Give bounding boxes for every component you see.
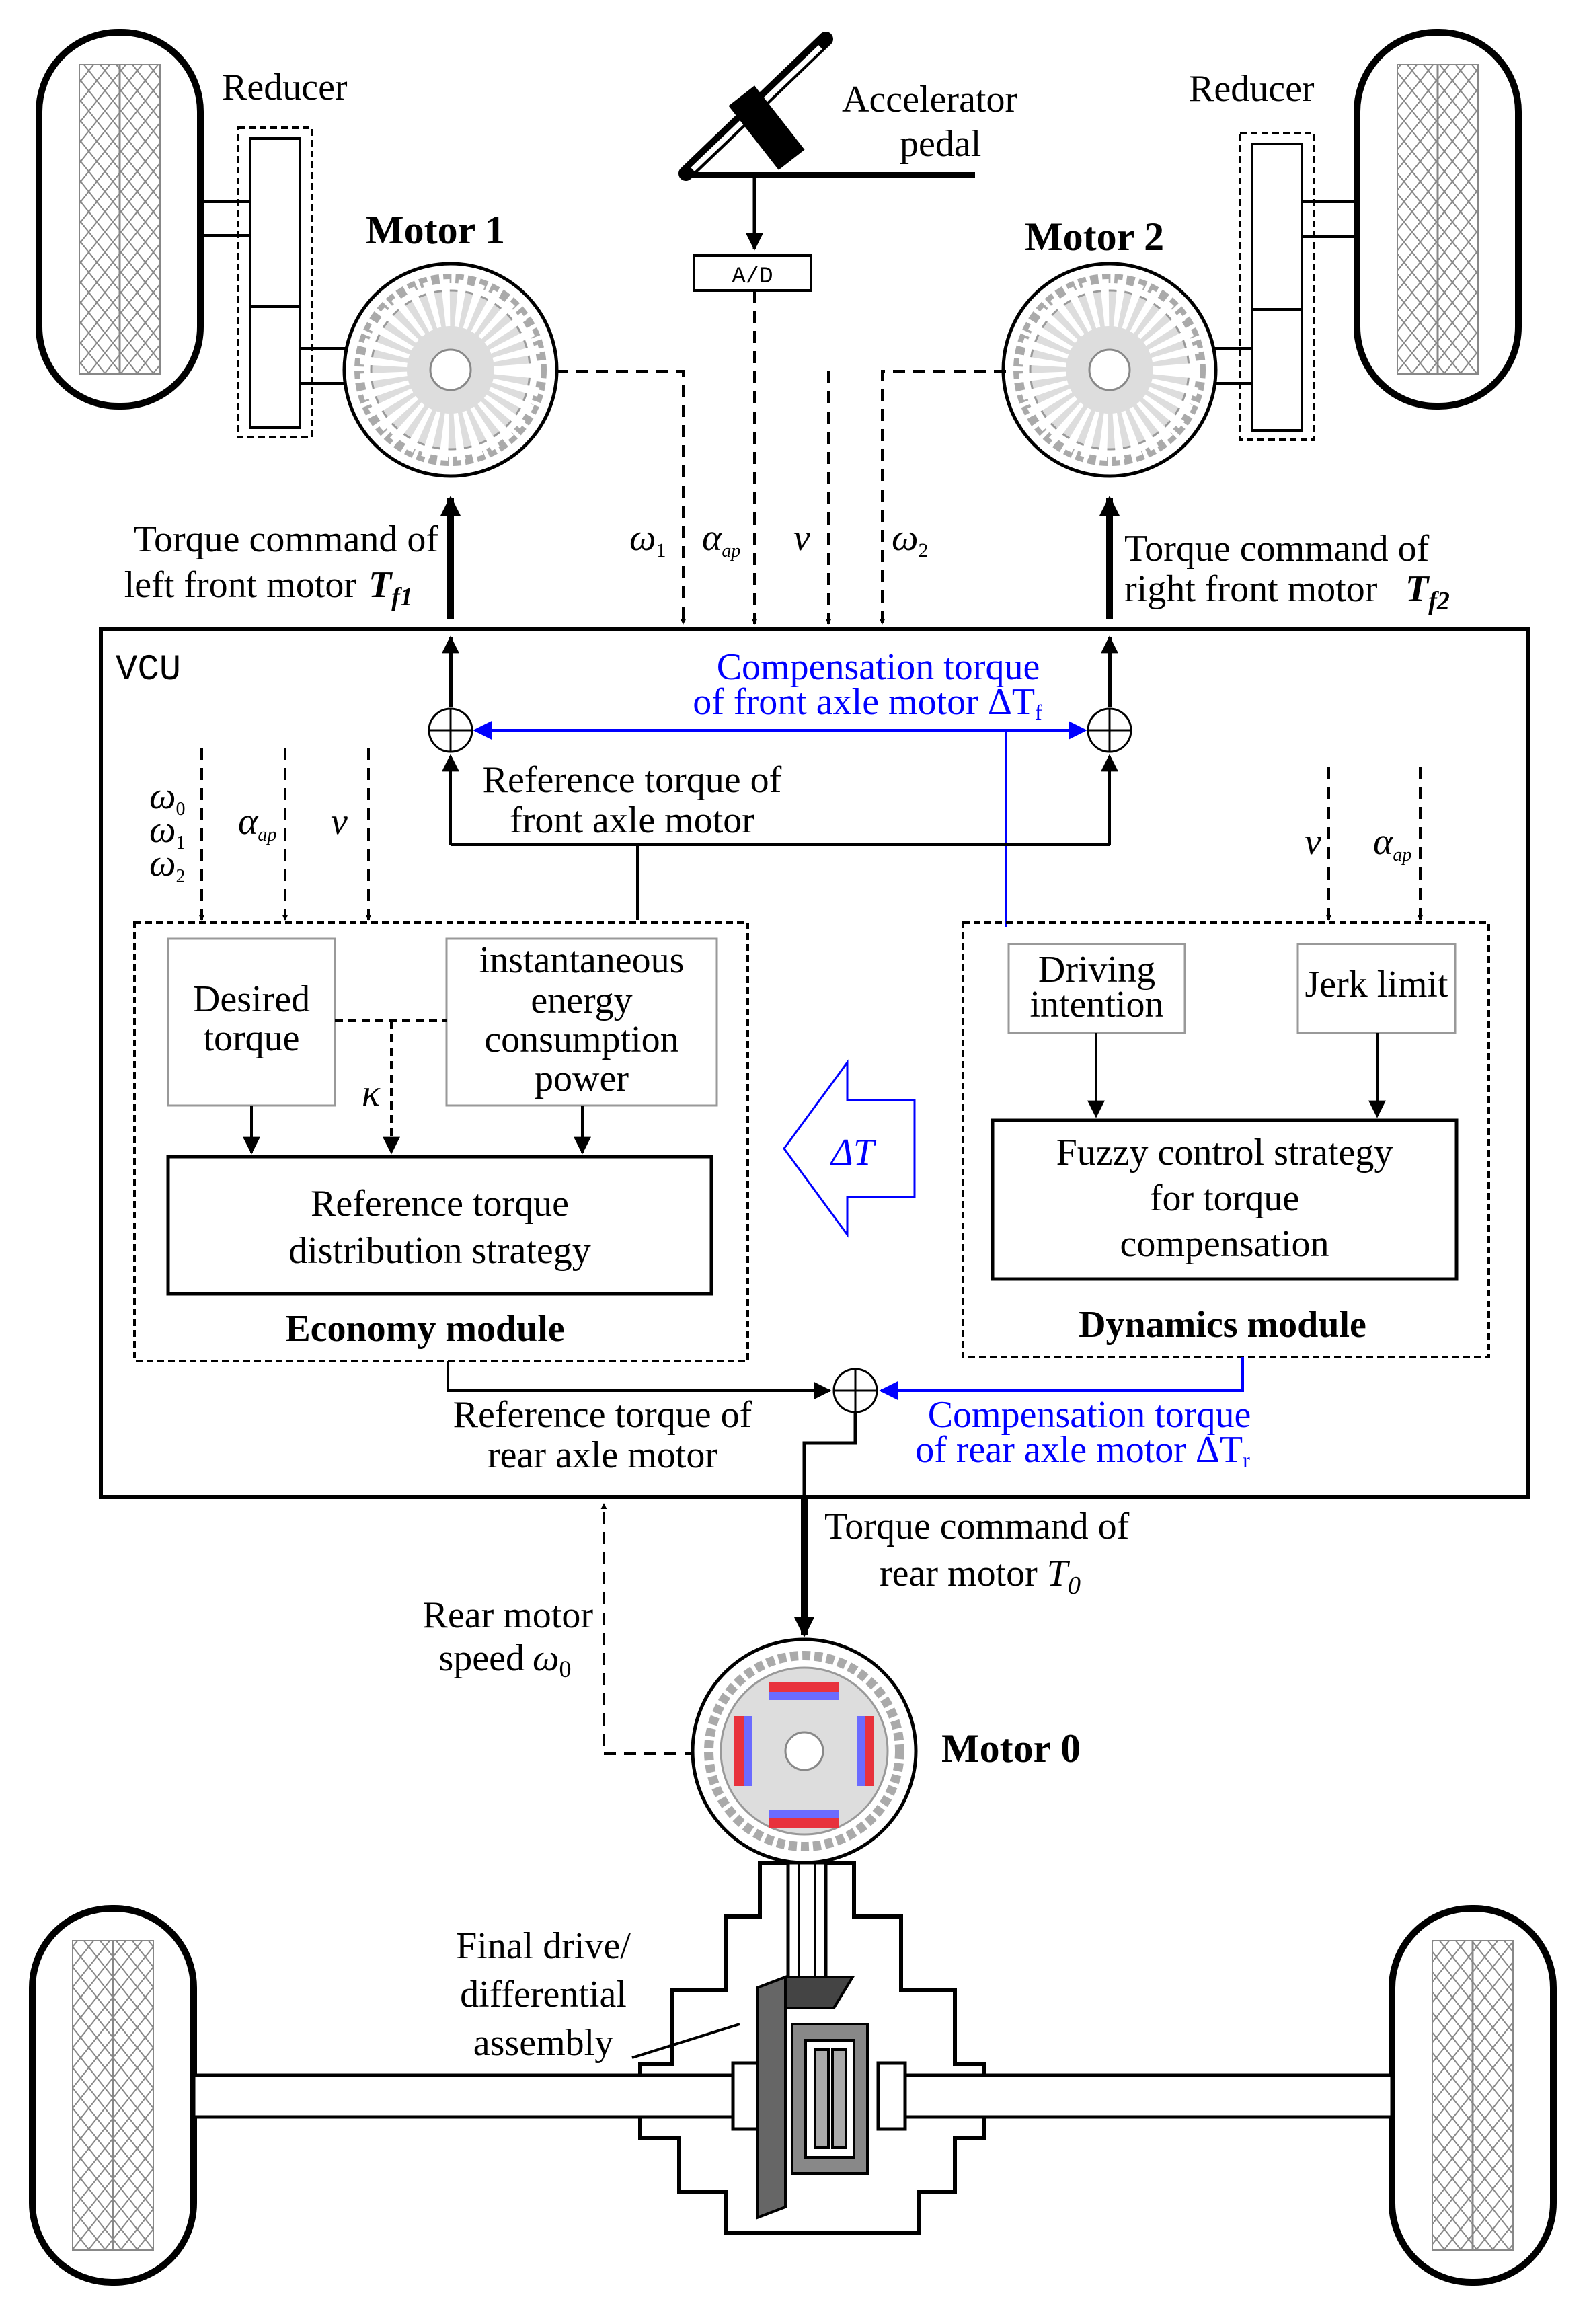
driving-intention-box [1007, 943, 1186, 1034]
fuzzy-line1: Fuzzy control strategy [1056, 1132, 1393, 1173]
jerk-limit-box [1296, 943, 1457, 1034]
torque-right-line1: Torque command of [1124, 528, 1430, 570]
ref-dist-line1: Reference torque [311, 1183, 569, 1225]
desired-line1: Desired [193, 978, 310, 1020]
summing-junction-front-left-icon [428, 707, 473, 753]
wheel-front-left-icon [36, 29, 204, 410]
alpha-vcu-left-label: αap [238, 801, 276, 845]
ad-converter [693, 254, 812, 292]
wheel-front-right-icon [1354, 29, 1522, 410]
economy-module-box [133, 921, 749, 1362]
jerk-limit-label: Jerk limit [1305, 964, 1448, 1005]
vcu-label: VCU [116, 650, 181, 691]
ring-gear-icon [756, 1975, 869, 2220]
accelerator-pedal-icon [678, 32, 975, 251]
omega1-label: ω1 [629, 517, 666, 561]
ref-dist-line2: distribution strategy [288, 1230, 591, 1272]
accelerator-label-2: pedal [900, 123, 981, 165]
alpha-top-label: αap [702, 517, 740, 561]
accelerator-label-1: Accelerator [842, 79, 1017, 120]
comp-rear-line2: of rear axle motor ΔTr [915, 1429, 1250, 1472]
driving-line2: intention [1030, 984, 1163, 1025]
reference-front-torque-lines [442, 754, 1118, 920]
alpha-vcu-right-label: αap [1373, 821, 1411, 865]
vcu-box [99, 627, 1530, 1499]
instantaneous-power-box [445, 937, 718, 1107]
v-vcu-left-label: v [331, 801, 348, 843]
torque-rear-line1: Torque command of [824, 1506, 1130, 1547]
fuzzy-control-box [991, 1118, 1459, 1281]
rear-speed-line2: speed [438, 1637, 525, 1679]
motor-0-icon [691, 1637, 918, 1865]
omega0-vcu-label: ω0 [149, 775, 186, 820]
torque-right-line2: right front motor [1124, 568, 1378, 610]
rear-axle-shafts [192, 2061, 1394, 2131]
fuzzy-line3: compensation [1120, 1223, 1329, 1265]
inst-line2: energy [531, 980, 632, 1021]
rear-speed-line1: Rear motor [423, 1594, 594, 1636]
rear-compensation-line [879, 1357, 1244, 1400]
front-torque-command-arrows [440, 496, 1120, 707]
rear-torque-lines [447, 1361, 832, 1399]
reducer-right-icon [1210, 132, 1357, 441]
desired-line2: torque [203, 1017, 299, 1059]
inst-line4: power [535, 1058, 629, 1099]
economy-module-label: Economy module [285, 1308, 564, 1350]
final-line2: differential [460, 1974, 627, 2015]
torque-left-line2: left front motor [124, 564, 357, 606]
omega2-vcu-label: ω2 [149, 843, 186, 887]
inst-line1: instantaneous [479, 939, 685, 981]
motor-1-label: Motor 1 [366, 208, 505, 252]
signal-lines-top [555, 290, 1006, 625]
dynamics-module-box [962, 921, 1490, 1358]
final-drive-pointer [631, 2023, 740, 2059]
omega1-vcu-label: ω1 [149, 809, 186, 853]
dynamics-internal-lines [1087, 1033, 1386, 1118]
kappa-label: κ [362, 1073, 381, 1114]
vcu-input-arrows [198, 748, 1424, 921]
rear-speed-omega0: ω0 [533, 1637, 572, 1682]
comp-front-line1: Compensation torque [717, 646, 1040, 688]
v-vcu-right-label: v [1305, 821, 1321, 863]
motor-2-label: Motor 2 [1025, 215, 1164, 259]
ref-front-line2: front axle motor [510, 800, 754, 841]
reducer-left-icon [200, 126, 350, 438]
rear-torque-command-arrow [794, 1412, 857, 1637]
reducer-right-label: Reducer [1189, 68, 1315, 110]
economy-internal-lines [243, 1019, 591, 1155]
torque-left-line1: Torque command of [134, 518, 439, 560]
rear-speed-feedback-line [600, 1503, 697, 1755]
v-top-label: v [793, 517, 810, 559]
summing-junction-front-right-icon [1087, 707, 1132, 753]
driving-line1: Driving [1038, 949, 1155, 991]
comp-front-line2: of front axle motor ΔTf [693, 681, 1042, 724]
torque-right-symbol: Tf2 [1405, 568, 1450, 615]
ref-rear-line2: rear axle motor [488, 1434, 717, 1476]
torque-left-symbol: Tf1 [368, 564, 413, 611]
motor-0-label: Motor 0 [941, 1726, 1081, 1771]
delta-t-arrow-icon [783, 1059, 916, 1238]
desired-torque-box [167, 937, 336, 1107]
omega2-label: ω2 [892, 517, 929, 561]
front-compensation-lines [473, 721, 1087, 927]
comp-rear-line1: Compensation torque [928, 1394, 1251, 1436]
delta-t-label: ΔT [830, 1132, 877, 1173]
final-line1: Final drive/ [456, 1925, 631, 1967]
summing-junction-rear-icon [832, 1368, 878, 1413]
wheel-rear-right-icon [1389, 1905, 1557, 2286]
inst-line3: consumption [484, 1019, 678, 1060]
ref-rear-line1: Reference torque of [453, 1394, 752, 1436]
reducer-left-label: Reducer [222, 67, 348, 108]
motor-2-icon [1001, 262, 1218, 478]
motor-1-icon [342, 262, 559, 478]
final-line3: assembly [473, 2022, 613, 2064]
fuzzy-line2: for torque [1150, 1177, 1299, 1219]
dynamics-module-label: Dynamics module [1079, 1304, 1366, 1346]
ad-label: A/D [732, 264, 773, 290]
wheel-rear-left-icon [29, 1905, 197, 2286]
reference-distribution-box [166, 1155, 713, 1296]
ref-front-line1: Reference torque of [483, 759, 782, 801]
